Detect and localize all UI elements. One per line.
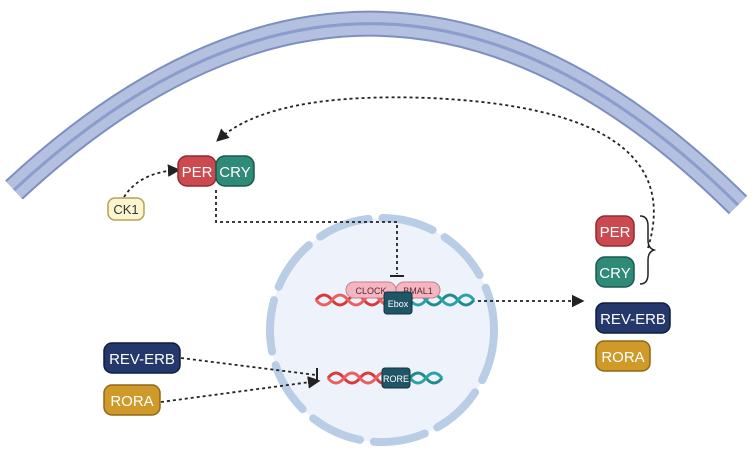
svg-text:CRY: CRY <box>219 164 250 181</box>
arrow-ck1-to-per <box>123 164 181 198</box>
inhibit-rev-erb-to-rore <box>180 357 317 376</box>
svg-text:PER: PER <box>182 164 213 181</box>
svg-text:PER: PER <box>600 224 631 241</box>
svg-text:CLOCK: CLOCK <box>355 286 386 296</box>
svg-text:CK1: CK1 <box>113 202 138 217</box>
rora-left: RORA <box>103 384 161 416</box>
cell-membrane <box>5 10 748 215</box>
interaction-lines <box>123 96 655 403</box>
cry-protein-output: CRY <box>595 256 635 288</box>
per-cry-bracket <box>639 215 657 285</box>
rore-element: RORE <box>381 367 411 389</box>
svg-text:RORA: RORA <box>110 393 153 410</box>
svg-text:CRY: CRY <box>599 265 630 282</box>
rev-erb-output: REV-ERB <box>595 302 671 334</box>
inhibit-per-cry-to-clock <box>215 190 398 274</box>
svg-text:RORA: RORA <box>601 349 644 366</box>
inhibition-bars <box>316 275 404 382</box>
per-cry-complex-cytoplasm: PER CRY <box>177 155 255 187</box>
rora-output: RORA <box>595 340 651 372</box>
cry-protein-cytoplasm <box>215 155 255 187</box>
ck1-protein: CK1 <box>107 197 145 221</box>
svg-text:RORE: RORE <box>383 374 409 384</box>
svg-text:REV-ERB: REV-ERB <box>600 311 666 328</box>
per-protein-output: PER <box>595 215 635 247</box>
svg-text:BMAL1: BMAL1 <box>403 286 433 296</box>
arrow-rora-to-rore <box>160 376 321 403</box>
ebox-element: Ebox <box>383 291 413 315</box>
svg-text:Ebox: Ebox <box>388 299 409 309</box>
rev-erb-left: REV-ERB <box>103 342 181 374</box>
svg-text:REV-ERB: REV-ERB <box>109 351 175 368</box>
arrow-feedback-to-per-cry <box>216 96 655 249</box>
dna-rore <box>326 371 444 385</box>
nucleus <box>266 214 498 446</box>
